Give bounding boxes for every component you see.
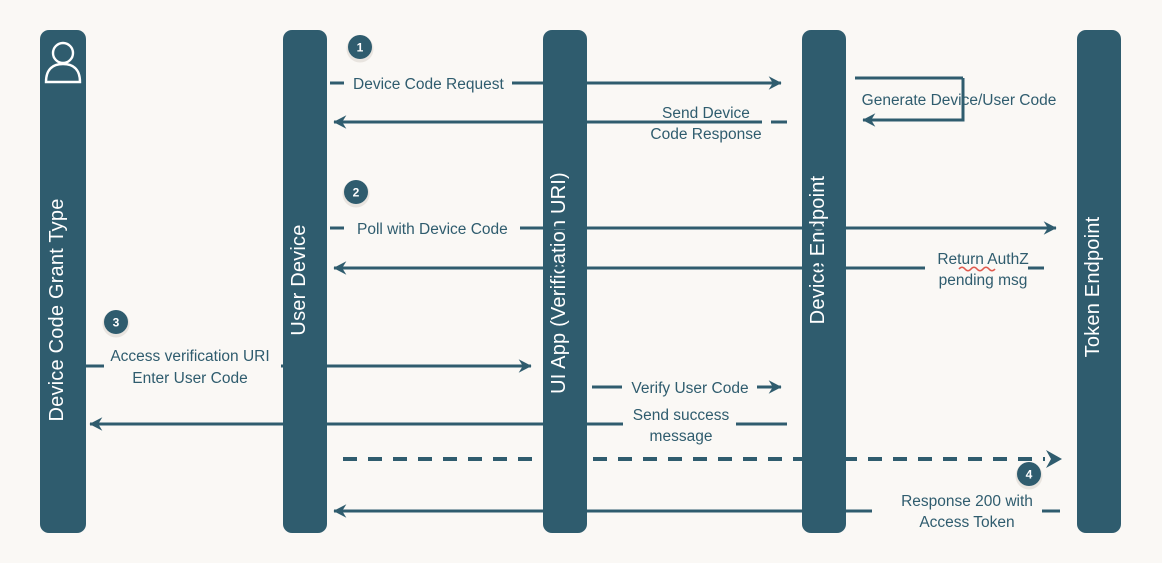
- lane-user-device-label: User Device: [288, 224, 310, 335]
- send-device-code-response-label-2: Code Response: [650, 126, 761, 143]
- step-badge-1-circle: [348, 35, 372, 59]
- step-badge-3-text: 3: [113, 316, 120, 330]
- message-access-verification-uri[interactable]: Access verification URI Enter User Code: [86, 348, 532, 387]
- generate-device-user-code-label: Generate Device/User Code: [862, 92, 1057, 109]
- lane-user-label: Device Code Grant Type: [46, 198, 68, 421]
- return-authz-pending-label-1: Return AuthZ: [937, 251, 1028, 268]
- message-send-device-code-response[interactable]: Send Device Code Response: [333, 105, 787, 143]
- send-success-message-label-1: Send success: [633, 407, 730, 424]
- verify-user-code-label: Verify User Code: [631, 380, 748, 397]
- response-200-label-1: Response 200 with: [901, 493, 1033, 510]
- lane-device-endpoint-label: Device Endpoint: [807, 175, 829, 324]
- send-device-code-response-label-1: Send Device: [662, 105, 750, 122]
- lane-ui-app-bar[interactable]: [543, 30, 587, 533]
- access-verification-uri-label-2: Enter User Code: [132, 370, 247, 387]
- return-authz-pending-label-2: pending msg: [939, 272, 1028, 289]
- lane-user-device[interactable]: User Device: [283, 30, 327, 533]
- message-response-200-access-token[interactable]: Response 200 with Access Token: [333, 493, 1060, 531]
- message-device-code-request[interactable]: Device Code Request: [330, 76, 782, 93]
- step-badge-2-text: 2: [353, 186, 360, 200]
- dashed-token-request-arrowhead-icon: [1046, 450, 1062, 468]
- message-dashed-token-request[interactable]: [343, 450, 1062, 468]
- message-verify-user-code[interactable]: Verify User Code: [592, 380, 782, 397]
- step-badge-1[interactable]: 1: [346, 35, 374, 63]
- step-badge-4[interactable]: 4: [1015, 462, 1043, 490]
- person-icon: [44, 41, 82, 84]
- send-success-message-label-2: message: [650, 428, 713, 445]
- step-badge-3[interactable]: 3: [102, 310, 130, 338]
- spellcheck-underline-icon: [958, 266, 996, 272]
- lane-device-endpoint-bar[interactable]: [802, 30, 846, 533]
- lane-token-endpoint-bar[interactable]: [1077, 30, 1121, 533]
- generate-device-user-code-loop: [862, 78, 965, 127]
- message-send-success-message[interactable]: Send success message: [89, 407, 787, 445]
- step-badge-3-circle: [104, 310, 128, 334]
- poll-with-device-code-label: Poll with Device Code: [357, 221, 508, 238]
- lane-user-bar[interactable]: [40, 30, 86, 533]
- step-badge-4-text: 4: [1026, 468, 1033, 482]
- lane-user[interactable]: Device Code Grant Type: [40, 30, 86, 533]
- step-badge-2[interactable]: 2: [342, 180, 370, 208]
- lane-token-endpoint-label: Token Endpoint: [1082, 216, 1104, 357]
- device-code-request-label: Device Code Request: [353, 76, 504, 93]
- message-generate-device-user-code[interactable]: Generate Device/User Code: [855, 76, 1057, 127]
- access-verification-uri-label-1: Access verification URI: [110, 348, 269, 365]
- lane-ui-app-label: UI App (Verification URI): [548, 172, 570, 394]
- message-poll-with-device-code[interactable]: Poll with Device Code: [330, 221, 1057, 238]
- lane-device-endpoint[interactable]: Device Endpoint: [802, 30, 846, 533]
- step-badge-4-circle: [1017, 462, 1041, 486]
- lane-user-device-bar[interactable]: [283, 30, 327, 533]
- lane-token-endpoint[interactable]: Token Endpoint: [1077, 30, 1121, 533]
- response-200-label-2: Access Token: [919, 514, 1014, 531]
- message-return-authz-pending[interactable]: Return AuthZ pending msg: [333, 251, 1044, 289]
- step-badge-2-circle: [344, 180, 368, 204]
- step-badge-1-text: 1: [357, 41, 364, 55]
